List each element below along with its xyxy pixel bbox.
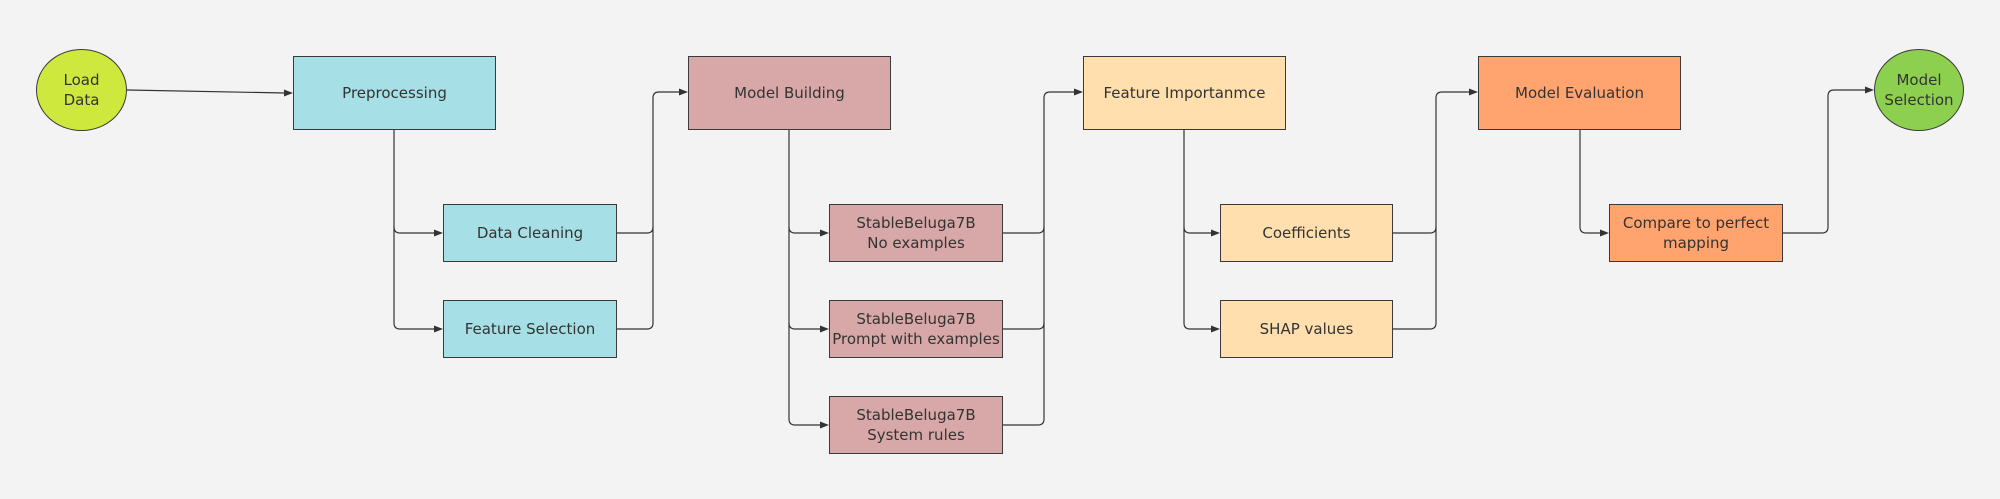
node-coefficients[interactable]: Coefficients [1220, 204, 1393, 262]
node-model-selection[interactable]: Model Selection [1874, 49, 1964, 131]
node-load-data[interactable]: Load Data [36, 49, 127, 131]
node-model-evaluation[interactable]: Model Evaluation [1478, 56, 1681, 130]
arrowhead [1211, 325, 1220, 333]
edge-sb-no-examples-to-feature-importance [1003, 91, 1075, 234]
edge-feature-importance-to-coefficients [1183, 130, 1212, 234]
edge-sb-system-to-feature-importance [1003, 323, 1045, 426]
edge-model-building-to-sb-system [788, 323, 821, 426]
edge-shap-to-model-evaluation [1393, 227, 1437, 330]
arrowhead [820, 229, 829, 237]
edge-feature-selection-to-model-building [617, 227, 654, 330]
edge-model-building-to-sb-no-examples [788, 130, 821, 234]
edge-load-to-preprocessing [126, 89, 286, 94]
node-sb-system-rules[interactable]: StableBeluga7B System rules [829, 396, 1003, 454]
node-compare-to-perfect-mapping[interactable]: Compare to perfect mapping [1609, 204, 1783, 262]
node-feature-importance[interactable]: Feature Importanmce [1083, 56, 1286, 130]
arrowhead [820, 421, 829, 429]
arrowhead [1865, 86, 1874, 94]
arrowhead [1600, 229, 1609, 237]
edge-compare-to-model-selection [1783, 89, 1866, 234]
edge-model-evaluation-to-compare [1579, 130, 1601, 234]
arrowhead [284, 89, 293, 97]
arrowhead [1074, 88, 1083, 96]
arrowhead [434, 229, 443, 237]
edge-data-cleaning-to-model-building [617, 91, 680, 234]
edge-preprocessing-to-feature-selection [393, 227, 435, 330]
node-feature-selection[interactable]: Feature Selection [443, 300, 617, 358]
arrowhead [434, 325, 443, 333]
edge-sb-prompt-to-feature-importance [1003, 227, 1045, 330]
edge-preprocessing-to-data-cleaning [393, 130, 435, 234]
node-model-building[interactable]: Model Building [688, 56, 891, 130]
node-sb-no-examples[interactable]: StableBeluga7B No examples [829, 204, 1003, 262]
edge-model-building-to-sb-prompt [788, 227, 821, 330]
arrowhead [820, 325, 829, 333]
edge-coefficients-to-model-evaluation [1393, 91, 1470, 234]
arrowhead [1469, 88, 1478, 96]
node-data-cleaning[interactable]: Data Cleaning [443, 204, 617, 262]
node-preprocessing[interactable]: Preprocessing [293, 56, 496, 130]
node-sb-prompt-with-examples[interactable]: StableBeluga7B Prompt with examples [829, 300, 1003, 358]
node-shap-values[interactable]: SHAP values [1220, 300, 1393, 358]
arrowhead [679, 88, 688, 96]
edge-feature-importance-to-shap [1183, 227, 1212, 330]
arrowhead [1211, 229, 1220, 237]
